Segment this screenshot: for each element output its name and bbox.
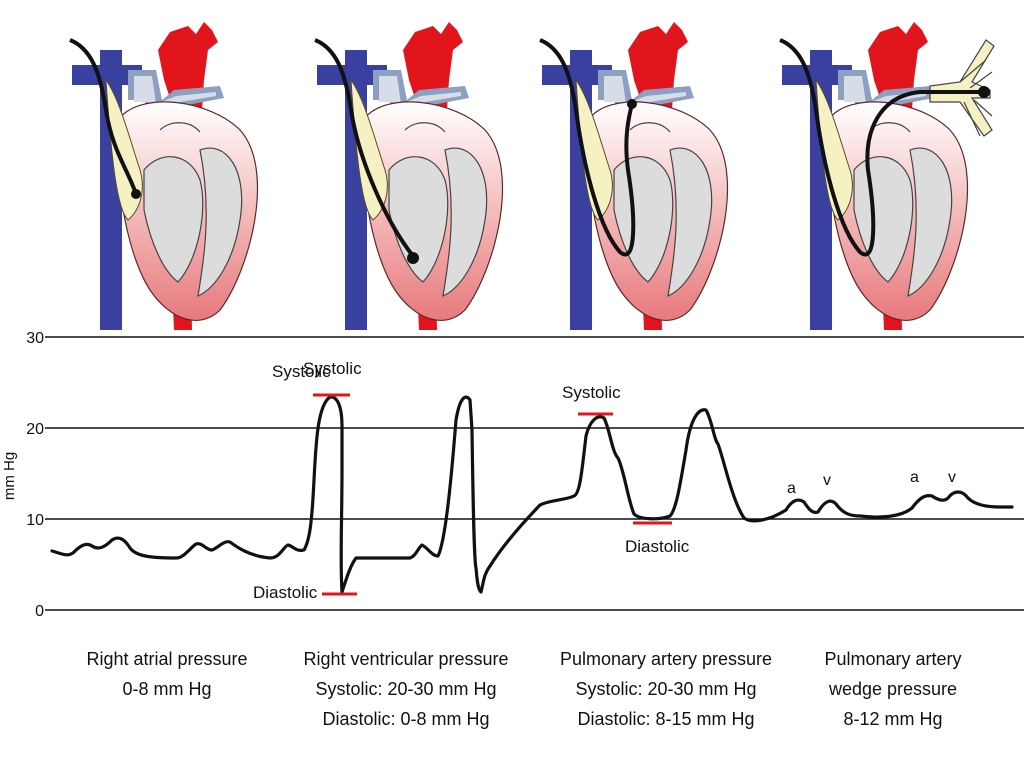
pa-systolic-label: Systolic <box>562 383 621 402</box>
catheter-tip <box>131 189 141 199</box>
pressure-trace <box>52 397 1012 592</box>
wedge-v-wave-label: v <box>823 472 831 489</box>
caption-line: Pulmonary artery <box>800 644 986 674</box>
wedge-a-wave-label-2: a <box>910 469 919 486</box>
y-axis-label: mm Hg <box>1 452 18 500</box>
y-tick-label: 0 <box>35 603 44 620</box>
caption-line: Systolic: 20-30 mm Hg <box>296 674 516 704</box>
caption-line: Right atrial pressure <box>62 644 272 674</box>
rv-systolic-label-overlap: Systolic <box>303 359 362 378</box>
caption-line: Right ventricular pressure <box>296 644 516 674</box>
y-tick-label: 20 <box>26 421 44 438</box>
heart-panel-pulmonary-artery <box>540 22 728 330</box>
wedge-v-wave-label-2: v <box>948 469 956 486</box>
caption-line: wedge pressure <box>800 674 986 704</box>
y-tick-label: 10 <box>26 512 44 529</box>
catheter-tip <box>978 86 990 98</box>
caption-line: 0-8 mm Hg <box>62 674 272 704</box>
chart: 0 10 20 30 mm Hg Systolic Systolic Diastoli… <box>1 330 1024 620</box>
y-tick-label: 30 <box>26 330 44 347</box>
heart-panel-pulmonary-wedge <box>780 22 994 330</box>
caption-line: Diastolic: 8-15 mm Hg <box>556 704 776 734</box>
caption-pulmonary-wedge: Pulmonary artery wedge pressure 8-12 mm … <box>800 644 986 734</box>
catheter-tip <box>627 99 637 109</box>
caption-line: Pulmonary artery pressure <box>556 644 776 674</box>
caption-right-atrial: Right atrial pressure 0-8 mm Hg <box>62 644 272 704</box>
y-tick-labels: 0 10 20 30 <box>26 330 44 620</box>
gridlines <box>45 337 1024 610</box>
wedge-a-wave-label: a <box>787 480 796 497</box>
pa-diastolic-label: Diastolic <box>625 537 690 556</box>
caption-line: Diastolic: 0-8 mm Hg <box>296 704 516 734</box>
heart-panel-right-atrium <box>70 22 258 330</box>
caption-right-ventricular: Right ventricular pressure Systolic: 20-… <box>296 644 516 734</box>
caption-pulmonary-artery: Pulmonary artery pressure Systolic: 20-3… <box>556 644 776 734</box>
rv-diastolic-label: Diastolic <box>253 583 318 602</box>
heart-panel-right-ventricle <box>315 22 503 330</box>
catheter-tip <box>407 252 419 264</box>
caption-line: 8-12 mm Hg <box>800 704 986 734</box>
caption-line: Systolic: 20-30 mm Hg <box>556 674 776 704</box>
